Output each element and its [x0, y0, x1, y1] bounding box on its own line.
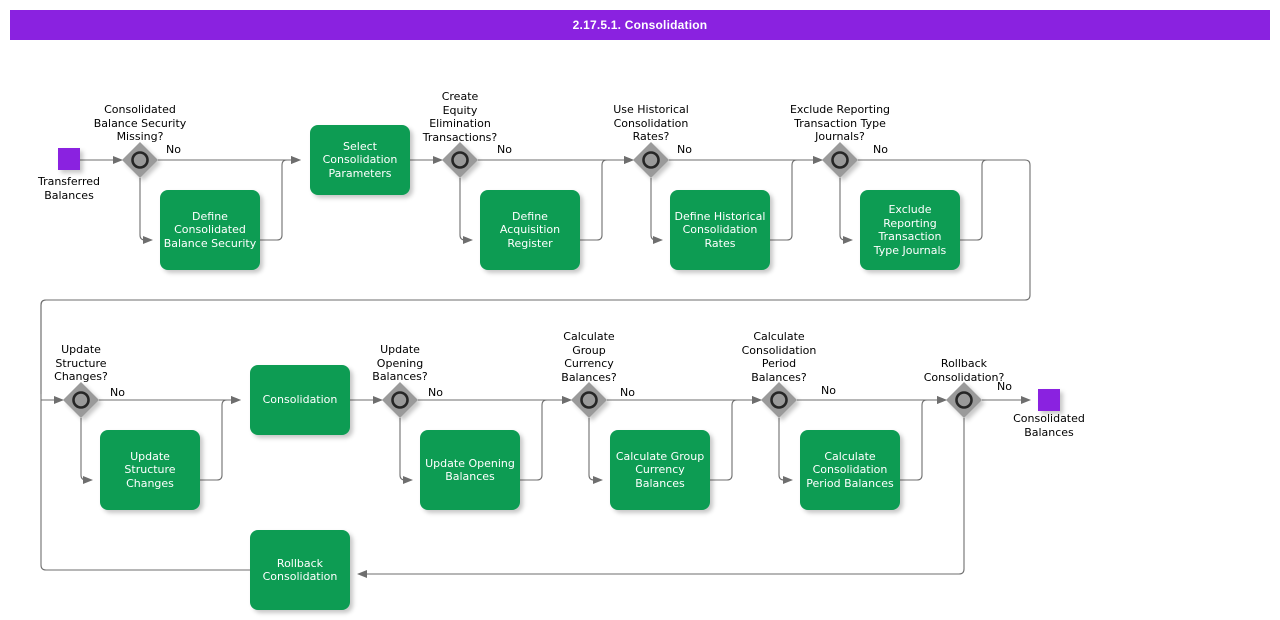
edge-historical-rates-to-g4 — [770, 156, 823, 241]
gateway-exclude-reporting-transaction-type-journals[interactable] — [822, 142, 858, 178]
edge-acquisition-register-to-g3 — [580, 156, 634, 241]
task-calculate-group-currency-balances[interactable] — [610, 430, 710, 510]
gateway-exclude-reporting-transaction-type-journals-no-branch-label: No — [873, 143, 888, 156]
gateway-exclude-reporting-transaction-type-journals-marker-icon — [831, 151, 849, 169]
gateway-create-equity-elimination-transactions-no-branch-label: No — [497, 143, 512, 156]
gateway-update-structure-changes[interactable] — [63, 382, 99, 418]
edge-g5-yes-to-update-structure — [80, 418, 93, 484]
gateway-use-historical-consolidation-rates-no-branch-label: No — [677, 143, 692, 156]
edge-g7-yes-to-group-currency — [588, 418, 603, 484]
gateway-create-equity-elimination-transactions[interactable] — [442, 142, 478, 178]
edge-exclude-journals-to-wrap — [960, 159, 1025, 241]
gateway-update-structure-changes-no-branch-label: No — [110, 386, 125, 399]
node-layer — [58, 125, 1060, 610]
gateway-consolidated-balance-security-missing-marker-icon — [131, 151, 149, 169]
gateway-rollback-consolidation-label: Rollback Consolidation? — [923, 357, 1005, 384]
page-title: 2.17.5.1. Consolidation — [572, 18, 708, 32]
gateway-use-historical-consolidation-rates[interactable] — [633, 142, 669, 178]
gateway-create-equity-elimination-transactions-label: Create Equity Elimination Transactions? — [422, 90, 498, 144]
gateway-exclude-reporting-transaction-type-journals-label: Exclude Reporting Transaction Type Journ… — [789, 103, 891, 143]
end-event-label: Consolidated Balances — [1013, 412, 1085, 439]
gateway-rollback-consolidation[interactable] — [946, 382, 982, 418]
gateway-calculate-group-currency-balances-marker-icon — [580, 391, 598, 409]
gateway-use-historical-consolidation-rates-marker-icon — [642, 151, 660, 169]
gateway-calculate-consolidation-period-balances-label: Calculate Consolidation Period Balances? — [741, 330, 817, 384]
gateway-consolidated-balance-security-missing-label: Consolidated Balance Security Missing? — [93, 103, 187, 143]
task-exclude-reporting-transaction-type-journals[interactable] — [860, 190, 960, 270]
task-define-acquisition-register[interactable] — [480, 190, 580, 270]
task-define-consolidated-balance-security[interactable] — [160, 190, 260, 270]
start-event[interactable] — [58, 148, 80, 170]
gateway-create-equity-elimination-transactions-marker-icon — [451, 151, 469, 169]
gateway-calculate-group-currency-balances[interactable] — [571, 382, 607, 418]
gateway-calculate-consolidation-period-balances[interactable] — [761, 382, 797, 418]
gateway-use-historical-consolidation-rates-label: Use Historical Consolidation Rates? — [613, 103, 689, 143]
gateway-update-structure-changes-marker-icon — [72, 391, 90, 409]
task-define-historical-consolidation-rates[interactable] — [670, 190, 770, 270]
edge-g9-yes-to-rollback — [357, 418, 965, 578]
gateway-calculate-consolidation-period-balances-no-branch-label: No — [821, 384, 836, 397]
task-update-structure-changes[interactable] — [100, 430, 200, 510]
gateway-update-structure-changes-label: Update Structure Changes? — [54, 343, 108, 383]
task-consolidation[interactable] — [250, 365, 350, 435]
edge-g4-yes-to-exclude-journals — [839, 178, 853, 244]
gateway-update-opening-balances-no-branch-label: No — [428, 386, 443, 399]
task-calculate-consolidation-period-balances[interactable] — [800, 430, 900, 510]
gateway-consolidated-balance-security-missing[interactable] — [122, 142, 158, 178]
edge-rollback-loopback — [40, 299, 250, 571]
gateway-consolidated-balance-security-missing-no-branch-label: No — [166, 143, 181, 156]
gateway-calculate-group-currency-balances-label: Calculate Group Currency Balances? — [561, 330, 617, 384]
edge-g2-yes-to-acquisition-register — [459, 178, 473, 244]
gateway-update-opening-balances[interactable] — [382, 382, 418, 418]
gateway-update-opening-balances-label: Update Opening Balances? — [372, 343, 428, 383]
gateway-calculate-group-currency-balances-no-branch-label: No — [620, 386, 635, 399]
start-event-label: Transferred Balances — [37, 175, 101, 202]
end-event[interactable] — [1038, 389, 1060, 411]
edge-layer — [40, 156, 1031, 578]
edge-period-balances-to-g9 — [900, 396, 947, 481]
edge-g6-yes-to-update-opening — [399, 418, 413, 484]
gateway-calculate-consolidation-period-balances-marker-icon — [770, 391, 788, 409]
title-bar: 2.17.5.1. Consolidation — [10, 10, 1270, 40]
gateway-update-opening-balances-marker-icon — [391, 391, 409, 409]
edge-g1-yes-to-define-security — [139, 178, 153, 244]
gateway-rollback-consolidation-no-branch-label: No — [997, 380, 1012, 393]
task-rollback-consolidation[interactable] — [250, 530, 350, 610]
gateway-rollback-consolidation-marker-icon — [955, 391, 973, 409]
edge-group-currency-to-g8 — [710, 396, 762, 481]
edge-g8-yes-to-period-balances — [778, 418, 793, 484]
task-select-consolidation-parameters[interactable] — [310, 125, 410, 195]
edge-update-structure-to-consolidation — [200, 396, 241, 481]
task-update-opening-balances[interactable] — [420, 430, 520, 510]
edge-g3-yes-to-historical-rates — [650, 178, 663, 244]
edge-define-security-to-select-params — [260, 156, 301, 241]
edge-update-opening-to-g7 — [520, 396, 572, 481]
